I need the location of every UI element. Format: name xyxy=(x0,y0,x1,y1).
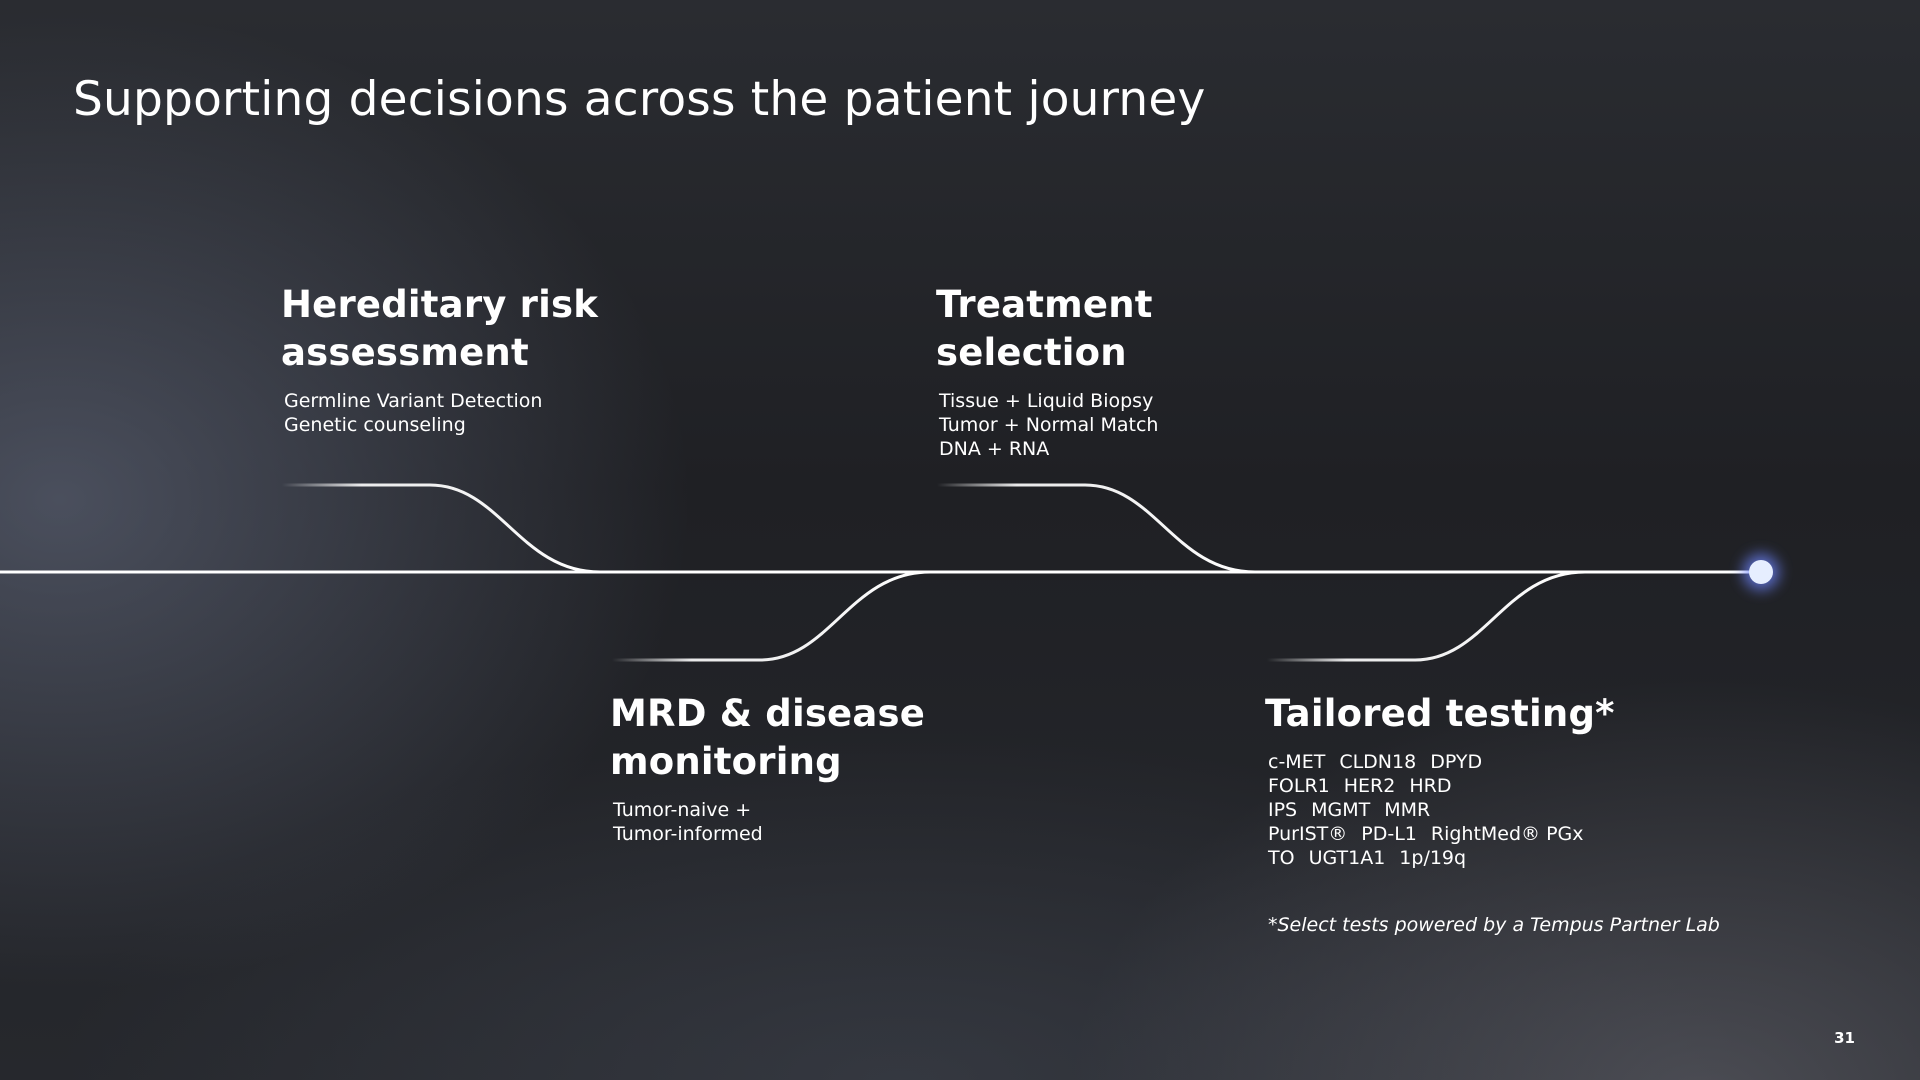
test-name: TO xyxy=(1268,847,1295,869)
stage-heading: Treatment selection xyxy=(936,283,1153,374)
branch-hereditary xyxy=(282,483,601,574)
test-row: c-MET CLDN18 DPYD xyxy=(1268,750,1725,774)
stage-heading: Hereditary risk assessment xyxy=(281,281,641,377)
stage-tailored-testing: Tailored testing* c-MET CLDN18 DPYD FOLR1 H… xyxy=(1265,690,1725,870)
branch-treatment xyxy=(937,483,1256,574)
test-name: HRD xyxy=(1409,775,1452,797)
stage-item: Genetic counseling xyxy=(284,414,466,436)
test-name: IPS xyxy=(1268,799,1298,821)
stage-heading-line: assessment xyxy=(281,331,529,374)
stage-heading-line: monitoring xyxy=(610,740,842,783)
test-name: FOLR1 xyxy=(1268,775,1330,797)
test-name: DPYD xyxy=(1430,751,1483,773)
stage-mrd-monitoring: MRD & disease monitoring Tumor-naive + T… xyxy=(610,690,970,846)
test-row: IPS MGMT MMR xyxy=(1268,798,1725,822)
test-name: CLDN18 xyxy=(1339,751,1417,773)
test-row: PurIST® PD-L1 RightMed® PGx xyxy=(1268,822,1725,846)
stage-treatment-selection: Treatment selection Tissue + Liquid Biop… xyxy=(936,281,1356,461)
stage-heading-line: MRD & disease xyxy=(610,692,926,735)
test-name: HER2 xyxy=(1343,775,1396,797)
stage-item: Germline Variant Detection xyxy=(284,390,543,412)
test-name: PurIST® xyxy=(1268,823,1348,845)
page-title: Supporting decisions across the patient … xyxy=(73,72,1206,127)
stage-hereditary-risk: Hereditary risk assessment Germline Vari… xyxy=(281,281,641,437)
test-name: RightMed® PGx xyxy=(1430,823,1584,845)
test-name: UGT1A1 xyxy=(1308,847,1386,869)
stage-item: Tumor + Normal Match xyxy=(939,414,1159,436)
test-row: FOLR1 HER2 HRD xyxy=(1268,774,1725,798)
test-name: 1p/19q xyxy=(1399,847,1467,869)
stage-item: DNA + RNA xyxy=(939,438,1050,460)
stage-item: Tumor-informed xyxy=(613,823,763,845)
footnote: *Select tests powered by a Tempus Partne… xyxy=(1268,914,1720,936)
page-number: 31 xyxy=(1834,1029,1855,1047)
stage-item: Tissue + Liquid Biopsy xyxy=(939,390,1154,412)
branch-tailored xyxy=(1267,570,1586,662)
branch-mrd xyxy=(612,570,931,662)
test-name: PD-L1 xyxy=(1361,823,1417,845)
end-dot xyxy=(1749,560,1773,584)
stage-item: Tumor-naive + xyxy=(613,799,752,821)
test-row: TO UGT1A1 1p/19q xyxy=(1268,846,1725,870)
stage-heading-line: Hereditary risk xyxy=(281,283,599,326)
test-name: MGMT xyxy=(1311,799,1371,821)
stage-heading: Tailored testing* xyxy=(1265,692,1615,735)
test-name: c-MET xyxy=(1268,751,1326,773)
stage-heading: MRD & disease monitoring xyxy=(610,690,970,786)
test-name: MMR xyxy=(1384,799,1431,821)
